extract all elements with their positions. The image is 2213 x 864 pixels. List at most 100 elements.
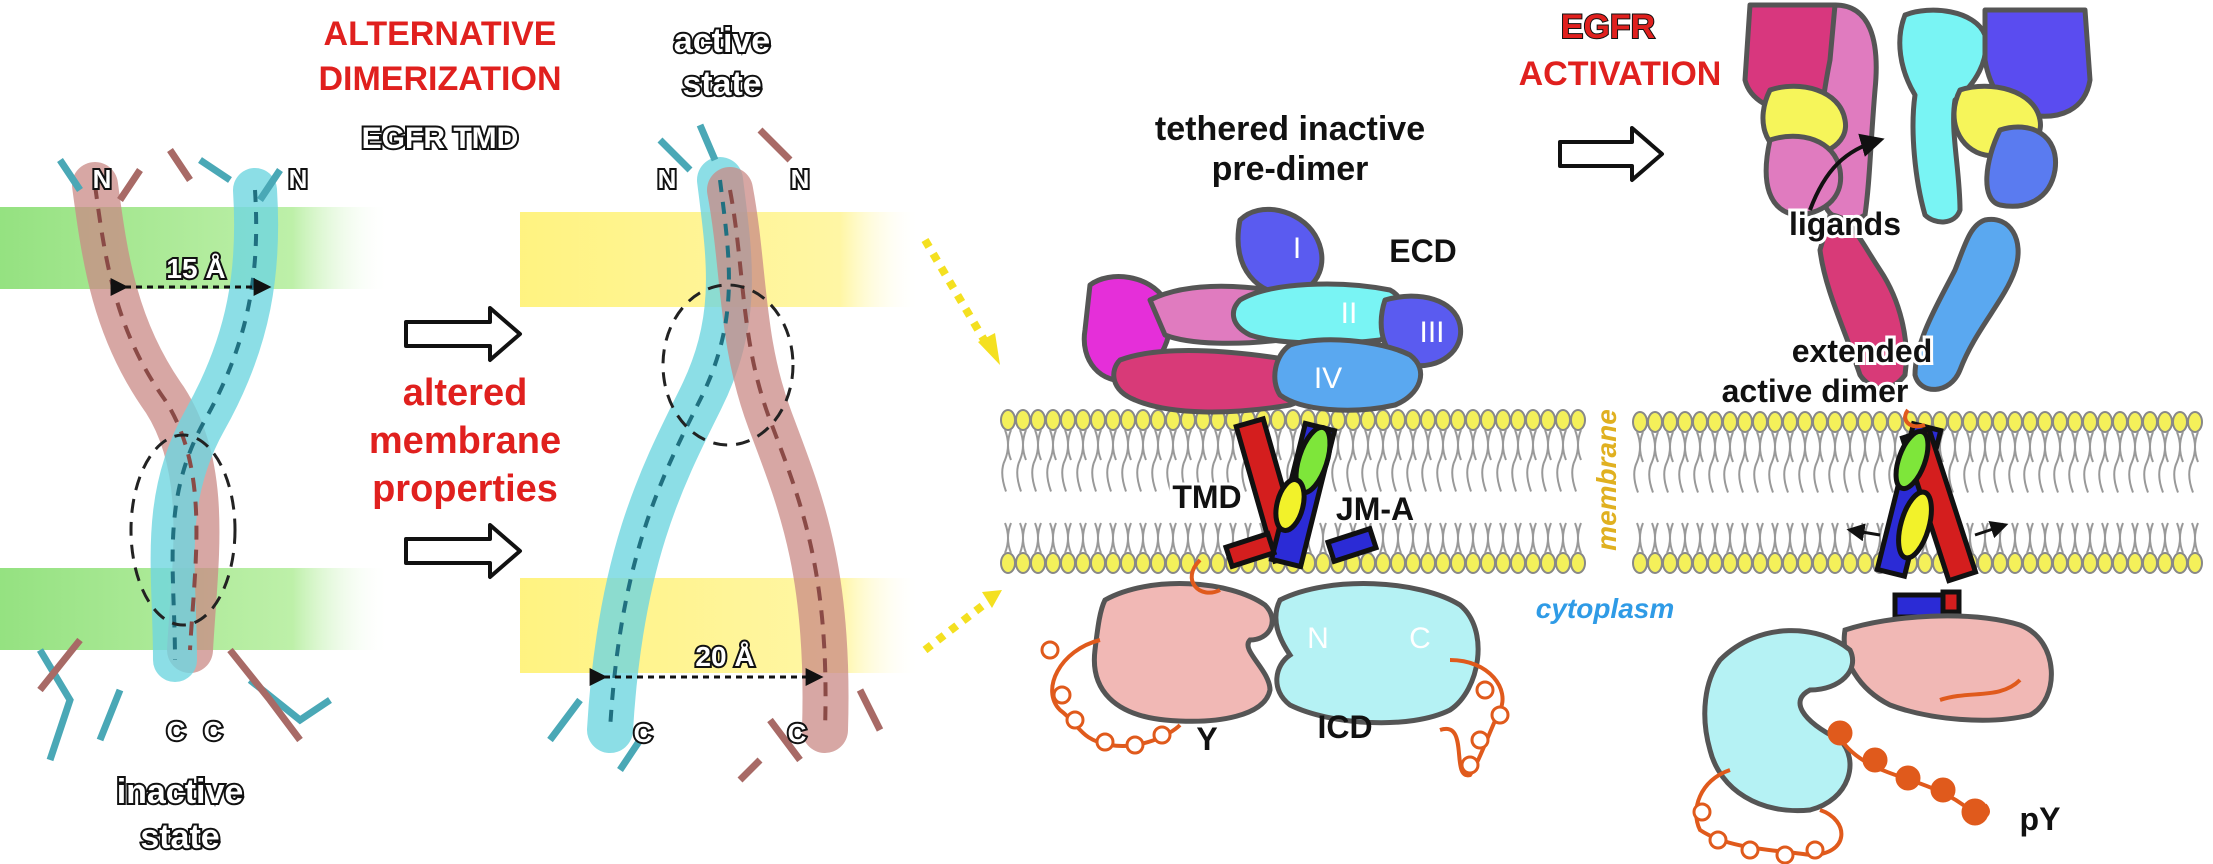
tail-bead <box>1052 685 1072 705</box>
lipid-head <box>1390 552 1406 574</box>
lipid-head <box>2187 552 2203 574</box>
inactive-n-right: N <box>289 164 308 194</box>
lipid-head <box>1647 411 1663 433</box>
jma-label: JM-A <box>1336 491 1414 527</box>
icd-active-kinases <box>1702 613 2054 814</box>
lipid-tail <box>1331 429 1342 554</box>
lipid-head <box>1782 411 1798 433</box>
lipid-tail <box>1511 429 1522 554</box>
lipid-tail <box>1466 429 1477 554</box>
lipid-head <box>1480 552 1496 574</box>
lipid-head <box>1330 409 1346 431</box>
lipid-head <box>1510 552 1526 574</box>
active-state-line2: state <box>682 65 761 103</box>
lipid-head <box>1285 409 1301 431</box>
lipid-head <box>1090 409 1106 431</box>
tail-bead <box>1805 840 1825 860</box>
tail-bead <box>1692 802 1712 822</box>
lipid-tail <box>1361 429 1372 554</box>
ecd-domain-iii: III <box>1419 316 1444 349</box>
lipid-head <box>1345 409 1361 431</box>
inactive-contact-circle <box>129 433 237 627</box>
extended-label-line1: extended <box>1792 333 1932 369</box>
lipid-head <box>1827 552 1843 574</box>
lipid-tail <box>1663 431 1674 554</box>
lipid-tail <box>1406 429 1417 554</box>
lipid-tail <box>1783 431 1794 554</box>
inactive-n-left: N <box>93 164 112 194</box>
inactive-c-left: C <box>167 716 186 746</box>
lipid-tail <box>2113 431 2124 554</box>
lipid-tail <box>1678 431 1689 554</box>
lipid-tail <box>1061 429 1072 554</box>
cytoplasm-label: cytoplasm <box>1536 593 1675 624</box>
lipid-head <box>1647 552 1663 574</box>
lipid-head <box>1540 552 1556 574</box>
lipid-head <box>1992 552 2008 574</box>
lipid-tail <box>1753 431 1764 554</box>
lipid-head <box>1570 552 1586 574</box>
lipid-head <box>1000 552 1016 574</box>
lipid-tail <box>1286 429 1297 554</box>
lipid-tail <box>1496 429 1507 554</box>
inactive-distance-label: 15 Å <box>166 253 225 284</box>
tail-bead <box>1460 755 1480 775</box>
tail-bead <box>1740 840 1760 860</box>
lipid-tail <box>2038 431 2049 554</box>
lipid-tail <box>1151 429 1162 554</box>
lipid-tail <box>1211 429 1222 554</box>
ecd-label: ECD <box>1389 233 1457 269</box>
lipid-head <box>2112 411 2128 433</box>
left-title-line1: ALTERNATIVE <box>324 15 557 53</box>
left-title-line2: DIMERIZATION <box>318 60 561 98</box>
tmd-active-helices <box>1846 420 2009 620</box>
lipid-tail <box>2083 431 2094 554</box>
lipid-tail <box>1031 429 1042 554</box>
lipid-head <box>1135 552 1151 574</box>
inactive-tmd-helices <box>36 148 332 762</box>
lipid-head <box>1887 411 1903 433</box>
lipid-head <box>1435 552 1451 574</box>
tail-beads-left <box>1040 640 1510 775</box>
ecd-domain-i: I <box>1293 232 1301 265</box>
ecd-active-domains <box>1742 2 2093 392</box>
lipid-tail <box>1843 431 1854 554</box>
lipid-tail <box>2128 431 2139 554</box>
lipid-head <box>1510 409 1526 431</box>
lipid-head <box>1540 409 1556 431</box>
lipid-head <box>2097 552 2113 574</box>
tail-bead <box>1065 710 1085 730</box>
lipid-tail <box>2053 431 2064 554</box>
ligands-label: ligands <box>1789 206 1901 242</box>
kinase-n-label: N <box>1307 622 1329 655</box>
hollow-arrow-activation <box>1558 126 1664 182</box>
lipid-head <box>2007 411 2023 433</box>
ecd-domain-iv: IV <box>1314 362 1342 395</box>
lipid-head <box>1120 552 1136 574</box>
lipid-head <box>1632 552 1648 574</box>
lipid-tail <box>1693 431 1704 554</box>
lipid-tail <box>1136 429 1147 554</box>
lipid-head <box>1420 409 1436 431</box>
lipid-tail <box>1738 431 1749 554</box>
lipid-head <box>1812 552 1828 574</box>
lipid-head <box>2022 552 2038 574</box>
altered-line3: properties <box>372 468 558 510</box>
lipid-head <box>2142 552 2158 574</box>
lipid-head <box>1165 552 1181 574</box>
lipid-tail <box>1828 431 1839 554</box>
tethered-label-line1: tethered inactive <box>1155 110 1425 148</box>
lipid-tail <box>1106 429 1117 554</box>
inactive-state-line1: inactive <box>117 773 244 811</box>
lipid-head <box>1782 552 1798 574</box>
lipid-head <box>1752 552 1768 574</box>
lipid-head <box>1827 411 1843 433</box>
lipid-head <box>1375 409 1391 431</box>
lipid-head <box>1360 409 1376 431</box>
lipid-tail <box>1181 429 1192 554</box>
lipid-tail <box>2158 431 2169 554</box>
lipid-head <box>2172 411 2188 433</box>
lipid-head <box>1315 552 1331 574</box>
lipid-head <box>1707 411 1723 433</box>
lipid-head <box>1767 552 1783 574</box>
